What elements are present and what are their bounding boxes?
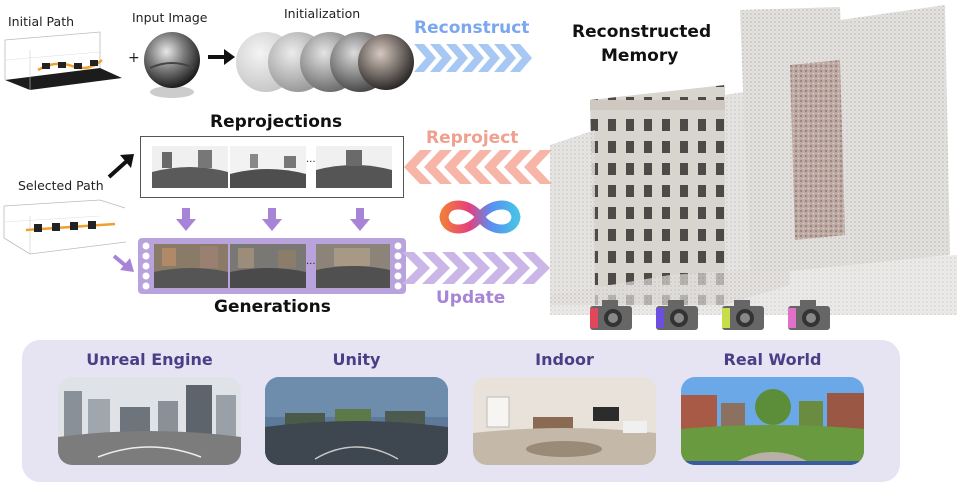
initialization-spheres-icon [236,32,414,92]
thumbnail-indoor[interactable] [473,377,656,465]
selected-path-plot-icon [3,199,127,255]
update-chevrons-icon [402,252,550,284]
initial-path-label: Initial Path [8,14,75,29]
category-title-real-world: Real World [723,350,822,369]
reprojection-pano-1 [152,146,228,188]
reconstructed-memory-title-line1: Reconstructed [572,22,712,42]
category-title-unreal: Unreal Engine [86,350,213,369]
generation-ellipsis: ... [306,256,316,267]
down-arrow-icon-1 [176,208,196,231]
reconstruct-chevrons-icon [414,44,532,72]
reprojection-pano-3 [316,146,392,188]
camera-icon-green [722,300,764,330]
selected-path-label: Selected Path [18,178,104,193]
reconstructed-memory-title-line2: Memory [601,46,679,66]
pointer-arrow-icon [107,154,134,179]
camera-icon-red [590,300,632,330]
reprojection-pano-2 [230,146,306,188]
initial-path-plot-icon [4,31,122,90]
update-label: Update [436,288,506,308]
generations-title: Generations [214,297,331,317]
reprojection-ellipsis: ... [306,154,316,165]
thumbnail-real-world[interactable] [681,377,864,465]
category-title-unity: Unity [332,350,381,369]
down-arrow-icon-3 [350,208,370,231]
reprojections-title: Reprojections [210,112,343,132]
right-arrow-icon [208,49,235,65]
infinity-icon [439,200,521,234]
reproject-chevrons-icon [404,150,552,184]
input-sphere-icon [144,32,200,98]
input-image-label: Input Image [132,10,208,25]
generations-film-strip [138,238,406,294]
camera-icon-pink [788,300,830,330]
category-title-indoor: Indoor [535,350,594,369]
thumbnail-unity[interactable] [265,377,448,465]
side-arrow-icon [112,254,134,272]
thumbnail-unreal-engine[interactable] [58,377,241,465]
plus-sign: + [128,50,140,66]
camera-icon-purple [656,300,698,330]
down-arrow-icon-2 [262,208,282,231]
reconstruct-label: Reconstruct [414,18,530,38]
reproject-label: Reproject [426,128,519,148]
point-cloud-memory-image [550,5,957,315]
initialization-label: Initialization [284,6,361,21]
